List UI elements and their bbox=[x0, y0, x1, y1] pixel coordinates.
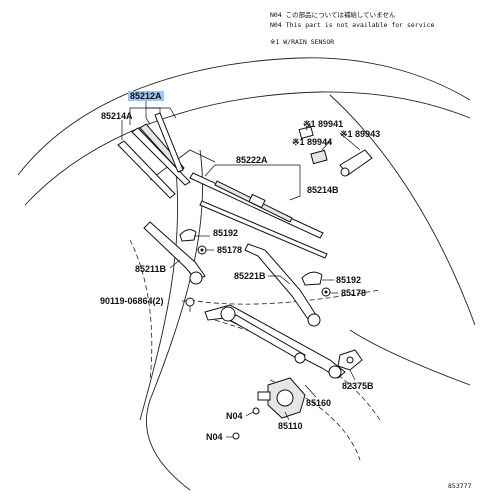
linkage-85160[interactable] bbox=[204, 304, 346, 379]
nut-85178-right[interactable] bbox=[321, 287, 331, 297]
label-89944: ※1 89944 bbox=[292, 137, 332, 147]
label-85178-right: 85178 bbox=[341, 288, 366, 298]
n04-bolt-upper bbox=[252, 407, 260, 415]
label-85212a: 85212A bbox=[130, 91, 162, 101]
diagram-id: 853777 bbox=[448, 482, 472, 490]
n04-bolt-lower bbox=[232, 432, 240, 440]
label-85160: 85160 bbox=[306, 398, 331, 408]
label-85214b: 85214B bbox=[307, 185, 339, 195]
right-wiper-blade[interactable] bbox=[189, 172, 328, 259]
label-89943: ※1 89943 bbox=[340, 129, 380, 139]
label-85192-right: 85192 bbox=[336, 275, 361, 285]
label-85222a: 85222A bbox=[236, 155, 268, 165]
note-japanese: N04 この部品については補給していません bbox=[270, 10, 396, 19]
label-85110: 85110 bbox=[278, 421, 303, 431]
label-90119: 90119-06864(2) bbox=[100, 296, 164, 306]
label-85192-left: 85192 bbox=[213, 228, 238, 238]
note-rain-sensor: ※1 W/RAIN SENSOR bbox=[270, 38, 334, 46]
cap-85192-left[interactable] bbox=[179, 229, 197, 242]
label-89941: ※1 89941 bbox=[303, 119, 343, 129]
label-85214a: 85214A bbox=[101, 111, 133, 121]
cap-85192-right[interactable] bbox=[301, 271, 323, 286]
rain-sensor-parts[interactable] bbox=[298, 125, 373, 177]
wiper-arm-85221b[interactable] bbox=[244, 243, 321, 327]
label-82375b: 82375B bbox=[342, 381, 374, 391]
label-n04-upper: N04 bbox=[226, 411, 243, 421]
note-not-available: N04 This part is not available for servi… bbox=[270, 21, 434, 29]
label-n04-lower: N04 bbox=[206, 432, 223, 442]
bracket-82375b[interactable] bbox=[337, 349, 363, 371]
leader-lines bbox=[121, 101, 361, 438]
label-85178-left: 85178 bbox=[217, 245, 242, 255]
nut-85178-left[interactable] bbox=[197, 245, 207, 255]
label-85211b: 85211B bbox=[135, 264, 167, 274]
bolt-90119[interactable] bbox=[185, 297, 195, 312]
highlight-85212a bbox=[128, 91, 164, 101]
motor-85110[interactable] bbox=[257, 377, 306, 419]
left-wiper-blade[interactable] bbox=[117, 112, 191, 199]
wiper-arm-85211b[interactable] bbox=[143, 221, 206, 285]
label-85221b: 85221B bbox=[234, 271, 266, 281]
